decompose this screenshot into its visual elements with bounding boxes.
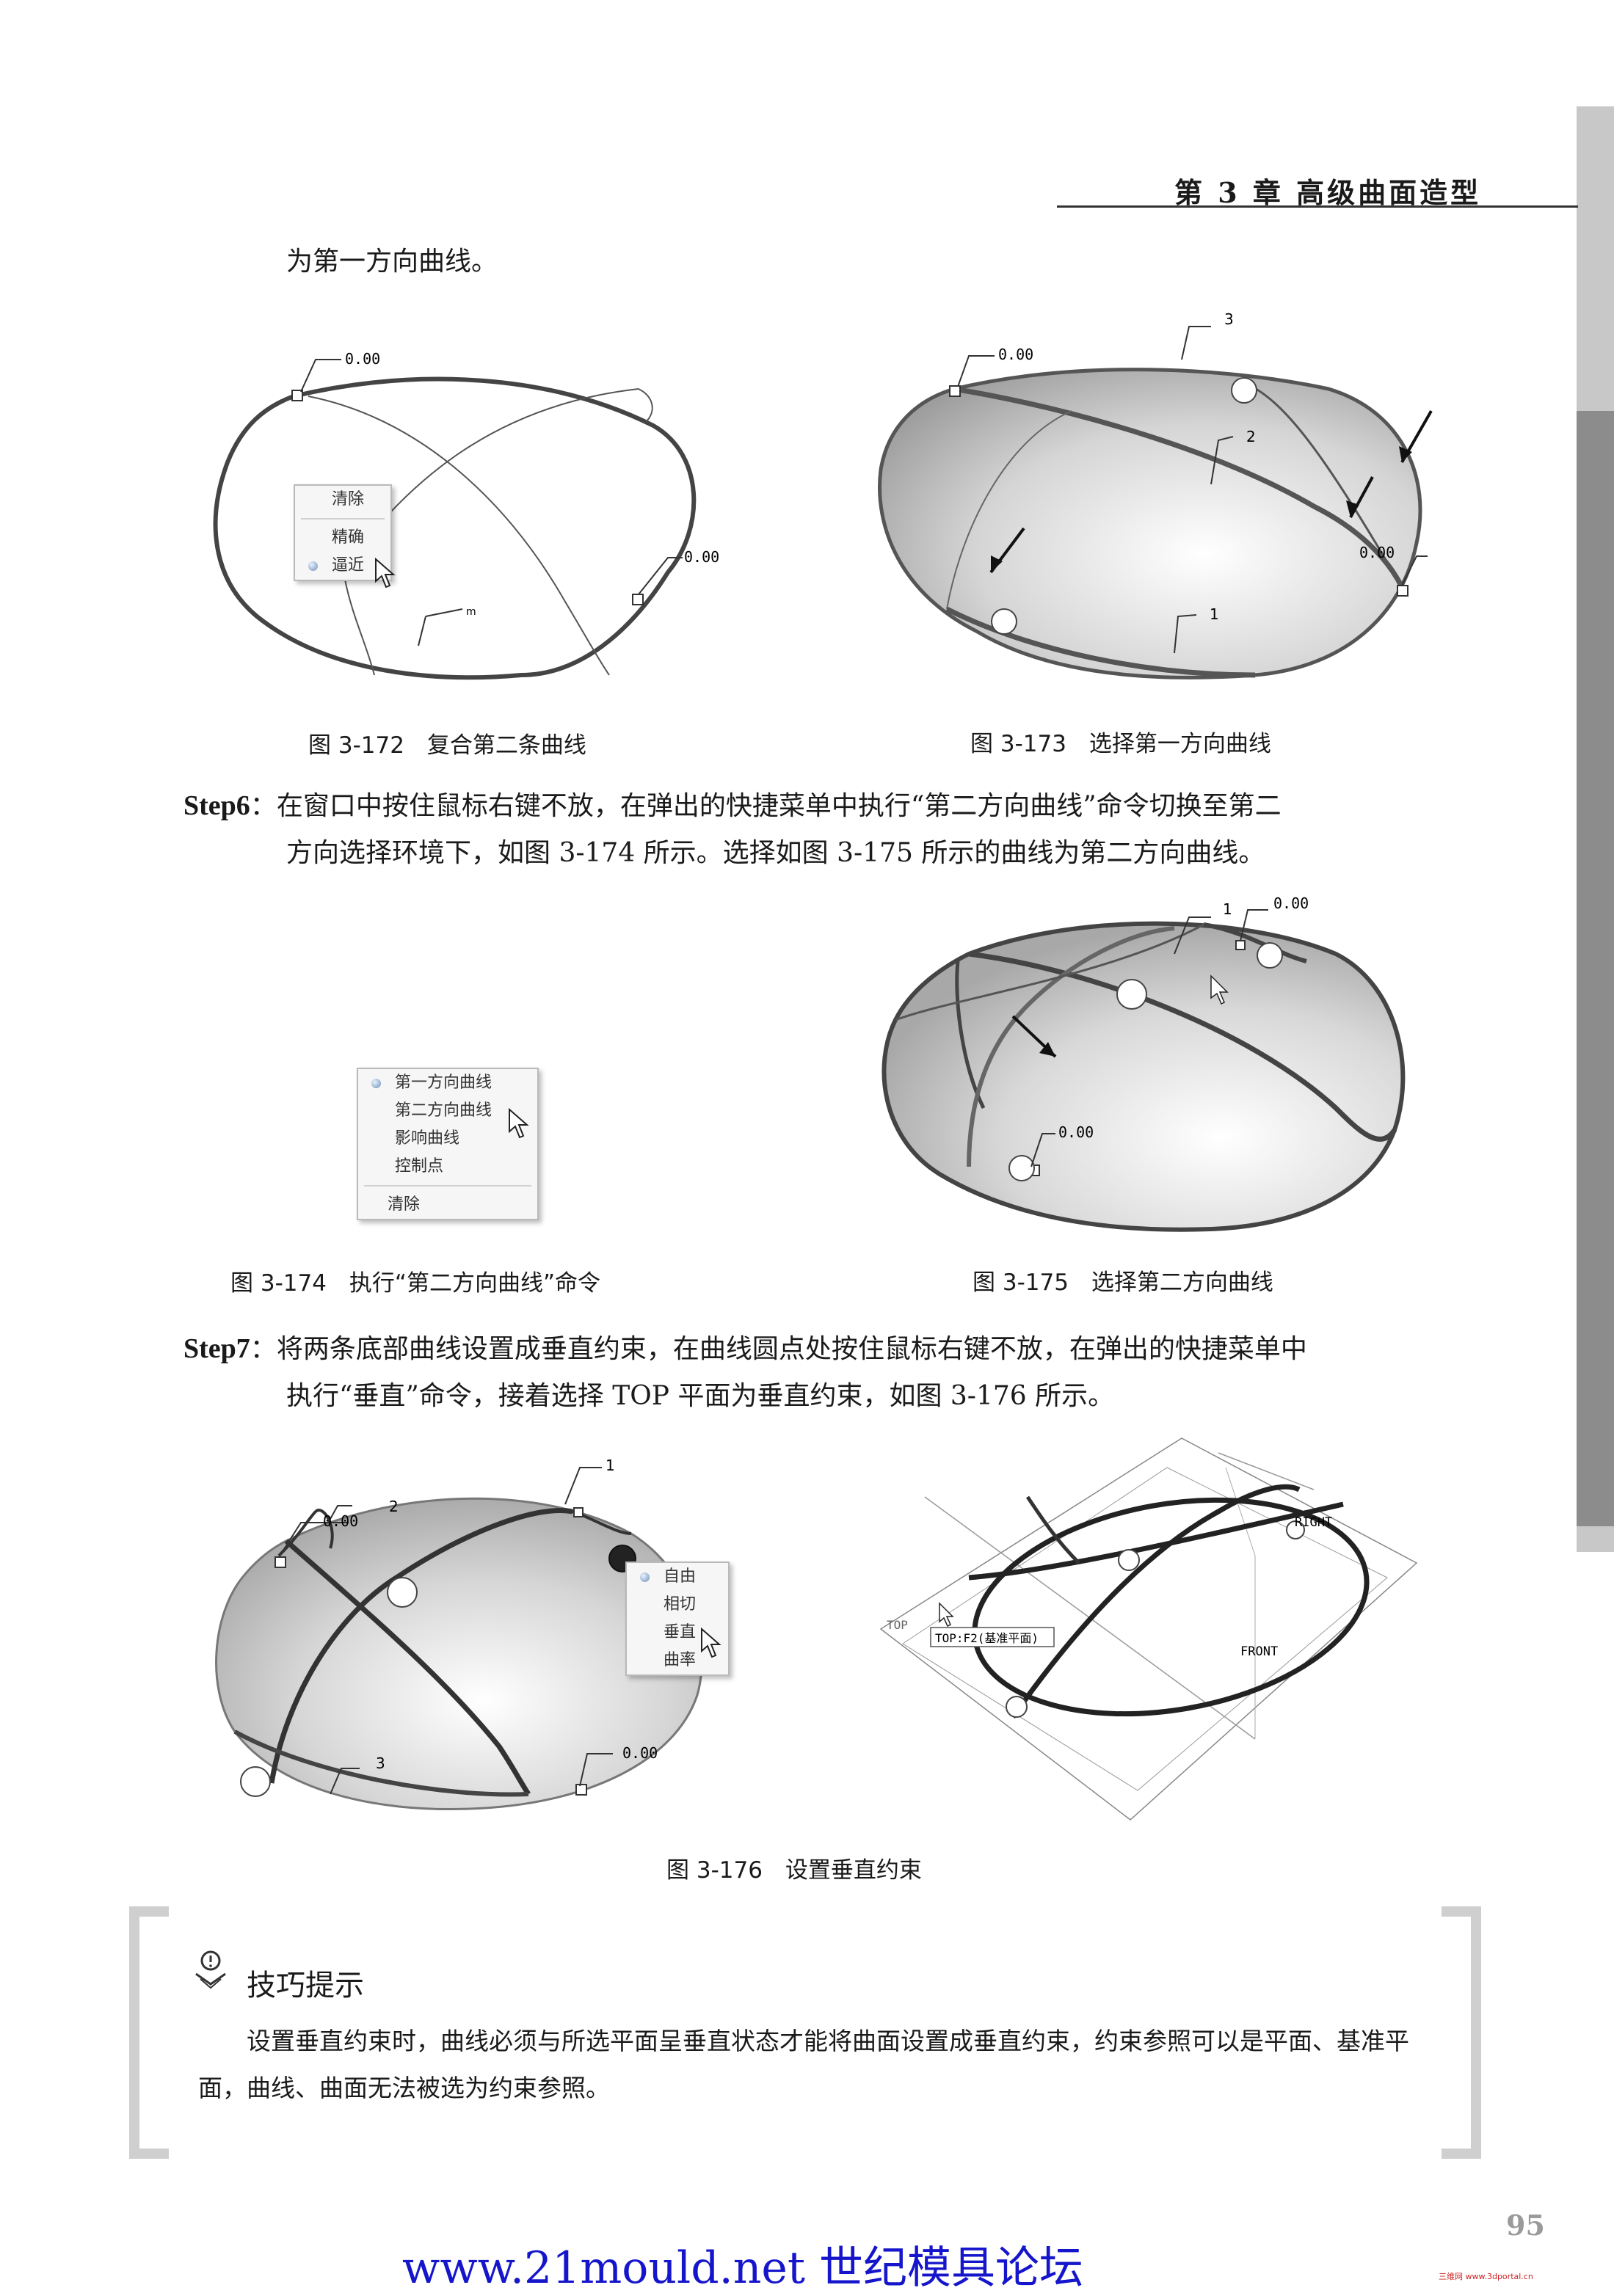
f173-label-right: 0.00 <box>1359 544 1395 561</box>
caption-3-175: 图 3-175 选择第二方向曲线 <box>973 1269 1273 1296</box>
step7-paragraph: Step7：将两条底部曲线设置成垂直约束，在曲线圆点处按住鼠标右键不放，在弹出的… <box>183 1325 1505 1420</box>
f175-label-1: 1 <box>1223 900 1232 918</box>
f174-menu-second-dir[interactable]: 第二方向曲线 <box>395 1101 492 1120</box>
lightbulb-icon <box>195 1950 226 1989</box>
cursor-arrow-icon <box>375 558 396 588</box>
step6-paragraph: Step6：在窗口中按住鼠标右键不放，在弹出的快捷菜单中执行“第二方向曲线”命令… <box>183 782 1505 877</box>
caption-3-172: 图 3-172 复合第二条曲线 <box>308 732 586 759</box>
f176-menu-normal[interactable]: 垂直 <box>664 1623 697 1641</box>
figure-3-175: 0.00 0.00 1 <box>881 894 1406 1232</box>
f173-label-top: 0.00 <box>998 346 1033 363</box>
f176-label-right-plane: RIGHT <box>1295 1515 1332 1530</box>
figure-3-173: 0.00 0.00 3 2 1 <box>878 310 1433 679</box>
f174-menu-clear[interactable]: 清除 <box>388 1195 421 1214</box>
page-number: 95 <box>1506 2209 1545 2242</box>
tip-left-bracket <box>129 1906 169 2159</box>
figure-3-176-right: TOP:F2(基准平面) TOP FRONT RIGHT <box>879 1437 1418 1821</box>
menu-separator <box>364 1185 531 1187</box>
figure-3-176-left: 0.00 0.00 1 2 3 <box>215 1457 703 1810</box>
f174-menu-first-dir-label: 第一方向曲线 <box>395 1074 492 1092</box>
caption-3-174: 图 3-174 执行“第二方向曲线”命令 <box>230 1270 601 1297</box>
f172-menu-approx-label: 逼近 <box>332 556 365 575</box>
intro-line: 为第一方向曲线。 <box>286 247 498 277</box>
f176-context-menu: 自由 相切 垂直 曲率 <box>625 1561 730 1676</box>
page-edge-tab-dark <box>1577 411 1614 1526</box>
f176-menu-tangent[interactable]: 相切 <box>664 1595 697 1614</box>
f172-label-top: 0.00 <box>345 350 380 368</box>
f176-label-top-plane: TOP <box>887 1618 908 1632</box>
step7-line2: 执行“垂直”命令，接着选择 TOP 平面为垂直约束，如图 3-176 所示。 <box>286 1381 1115 1411</box>
f176-label-3: 3 <box>376 1754 385 1772</box>
f172-menu-clear[interactable]: 清除 <box>332 490 365 509</box>
f174-context-menu: 第一方向曲线 第二方向曲线 影响曲线 控制点 清除 <box>357 1068 539 1220</box>
f176-menu-curvature[interactable]: 曲率 <box>664 1651 697 1669</box>
f176-label-2: 2 <box>389 1498 399 1515</box>
f176-menu-free-label: 自由 <box>664 1567 697 1586</box>
f174-menu-influence[interactable]: 影响曲线 <box>395 1129 460 1148</box>
radio-selected-icon <box>371 1079 381 1088</box>
step7-label: Step7 <box>183 1333 250 1364</box>
step6-line1: 在窗口中按住鼠标右键不放，在弹出的快捷菜单中执行“第二方向曲线”命令切换至第二 <box>276 791 1282 821</box>
cursor-arrow-icon <box>509 1108 529 1139</box>
f173-label-1: 1 <box>1210 605 1219 623</box>
step6-line2: 方向选择环境下，如图 3-174 所示。选择如图 3-175 所示的曲线为第二方… <box>286 838 1265 868</box>
caption-3-176: 图 3-176 设置垂直约束 <box>666 1857 922 1884</box>
f176-tooltip: TOP:F2(基准平面) <box>935 1631 1039 1645</box>
corner-stamp: 三维网 www.3dportal.cn <box>1439 2272 1533 2281</box>
step7-line1: 将两条底部曲线设置成垂直约束，在曲线圆点处按住鼠标右键不放，在弹出的快捷菜单中 <box>276 1334 1307 1364</box>
tip-text: 设置垂直约束时，曲线必须与所选平面呈垂直状态才能将曲面设置成垂直约束，约束参照可… <box>198 2027 1409 2102</box>
cursor-arrow-icon <box>701 1628 721 1658</box>
f172-menu-approx[interactable]: 逼近 <box>295 552 390 580</box>
step7-colon: ： <box>250 1334 277 1364</box>
f176-label-1: 1 <box>606 1457 615 1474</box>
f176-label-bottom: 0.00 <box>622 1744 658 1762</box>
f172-label-small: ⅿ <box>466 606 476 618</box>
f176-menu-free[interactable]: 自由 <box>627 1563 728 1591</box>
f173-label-3: 3 <box>1224 310 1234 328</box>
menu-separator <box>301 518 385 520</box>
tip-title: 技巧提示 <box>247 1969 364 2002</box>
radio-selected-icon <box>308 561 318 571</box>
caption-3-173: 图 3-173 选择第一方向曲线 <box>970 731 1271 757</box>
step6-label: Step6 <box>183 790 250 821</box>
f176-label-top: 0.00 <box>323 1512 358 1530</box>
f174-menu-first-dir[interactable]: 第一方向曲线 <box>358 1069 537 1097</box>
radio-selected-icon <box>640 1572 650 1582</box>
f173-label-2: 2 <box>1246 428 1256 445</box>
step6-colon: ： <box>250 791 277 821</box>
chapter-header: 第 3 章 高级曲面造型 <box>1174 176 1482 209</box>
f176-label-front: FRONT <box>1240 1644 1278 1659</box>
f175-label-top: 0.00 <box>1273 894 1309 912</box>
footer-watermark: www.21mould.net 世纪模具论坛 <box>402 2242 1084 2294</box>
tip-right-bracket <box>1442 1906 1481 2159</box>
header-rule <box>1057 205 1578 208</box>
f172-menu-exact[interactable]: 精确 <box>332 528 365 547</box>
f172-label-right: 0.00 <box>684 548 719 566</box>
f175-label-left: 0.00 <box>1058 1123 1094 1141</box>
f172-context-menu: 清除 精确 逼近 <box>294 484 392 581</box>
figure-3-172: 0.00 0.00 ⅿ <box>213 350 719 680</box>
f174-menu-control-points[interactable]: 控制点 <box>395 1157 444 1176</box>
